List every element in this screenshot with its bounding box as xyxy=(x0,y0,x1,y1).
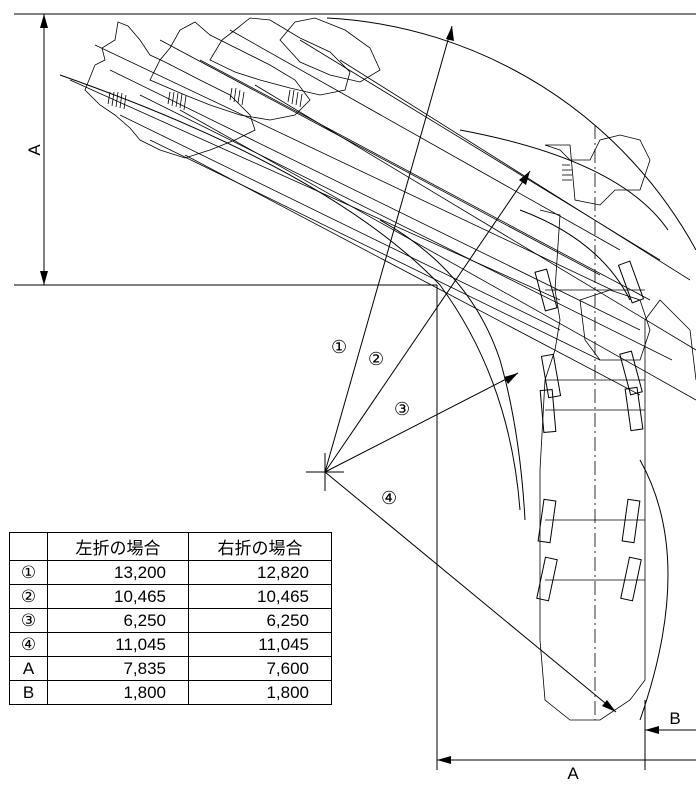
dimension-b-label: B xyxy=(669,709,680,728)
radius-3-label: ③ xyxy=(394,399,410,420)
table-row: ① 13,200 12,820 xyxy=(9,560,332,585)
table-row: ② 10,465 10,465 xyxy=(9,584,332,609)
row-key: ② xyxy=(9,584,48,609)
row-right-value: 10,465 xyxy=(188,584,332,609)
table-header-cell xyxy=(9,532,48,561)
table-row: A 7,835 7,600 xyxy=(9,656,332,681)
radius-2-label: ② xyxy=(368,349,384,370)
row-left-value: 7,835 xyxy=(47,656,189,681)
row-right-value: 6,250 xyxy=(188,608,332,633)
row-left-value: 10,465 xyxy=(47,584,189,609)
radius-4-label: ④ xyxy=(381,488,397,509)
table-row: B 1,800 1,800 xyxy=(9,680,332,705)
dimension-a-vertical xyxy=(40,14,48,285)
row-right-value: 7,600 xyxy=(188,656,332,681)
row-left-value: 11,045 xyxy=(47,632,189,657)
row-left-value: 6,250 xyxy=(47,608,189,633)
row-right-value: 1,800 xyxy=(188,680,332,705)
swept-path-arcs xyxy=(59,17,696,721)
table-row: ④ 11,045 11,045 xyxy=(9,632,332,657)
dimension-table: 左折の場合 右折の場合 ① 13,200 12,820 ② 10,465 10,… xyxy=(9,532,332,705)
vehicle-wheels xyxy=(534,260,645,602)
dimension-a-horizontal xyxy=(437,756,696,764)
dimension-a-left-label: A xyxy=(25,144,44,156)
vehicle-outlines xyxy=(84,17,696,721)
table-row: ③ 6,250 6,250 xyxy=(9,608,332,633)
radius-1-label: ① xyxy=(331,337,347,358)
vehicle-hatch-marks xyxy=(107,87,572,181)
dimension-b xyxy=(644,700,696,770)
row-right-value: 11,045 xyxy=(188,632,332,657)
row-left-value: 13,200 xyxy=(47,560,189,585)
row-left-value: 1,800 xyxy=(47,680,189,705)
table-header-right-turn: 右折の場合 xyxy=(188,532,332,561)
row-right-value: 12,820 xyxy=(188,560,332,585)
vehicle-trace-lines xyxy=(69,29,696,401)
row-key: A xyxy=(9,656,48,681)
dimension-a-bottom-label: A xyxy=(567,764,579,783)
radius-lines xyxy=(324,25,617,713)
row-key: ① xyxy=(9,560,48,585)
table-header-left-turn: 左折の場合 xyxy=(47,532,189,561)
row-key: B xyxy=(9,680,48,705)
row-key: ④ xyxy=(9,632,48,657)
table-header-row: 左折の場合 右折の場合 xyxy=(9,532,332,561)
row-key: ③ xyxy=(9,608,48,633)
